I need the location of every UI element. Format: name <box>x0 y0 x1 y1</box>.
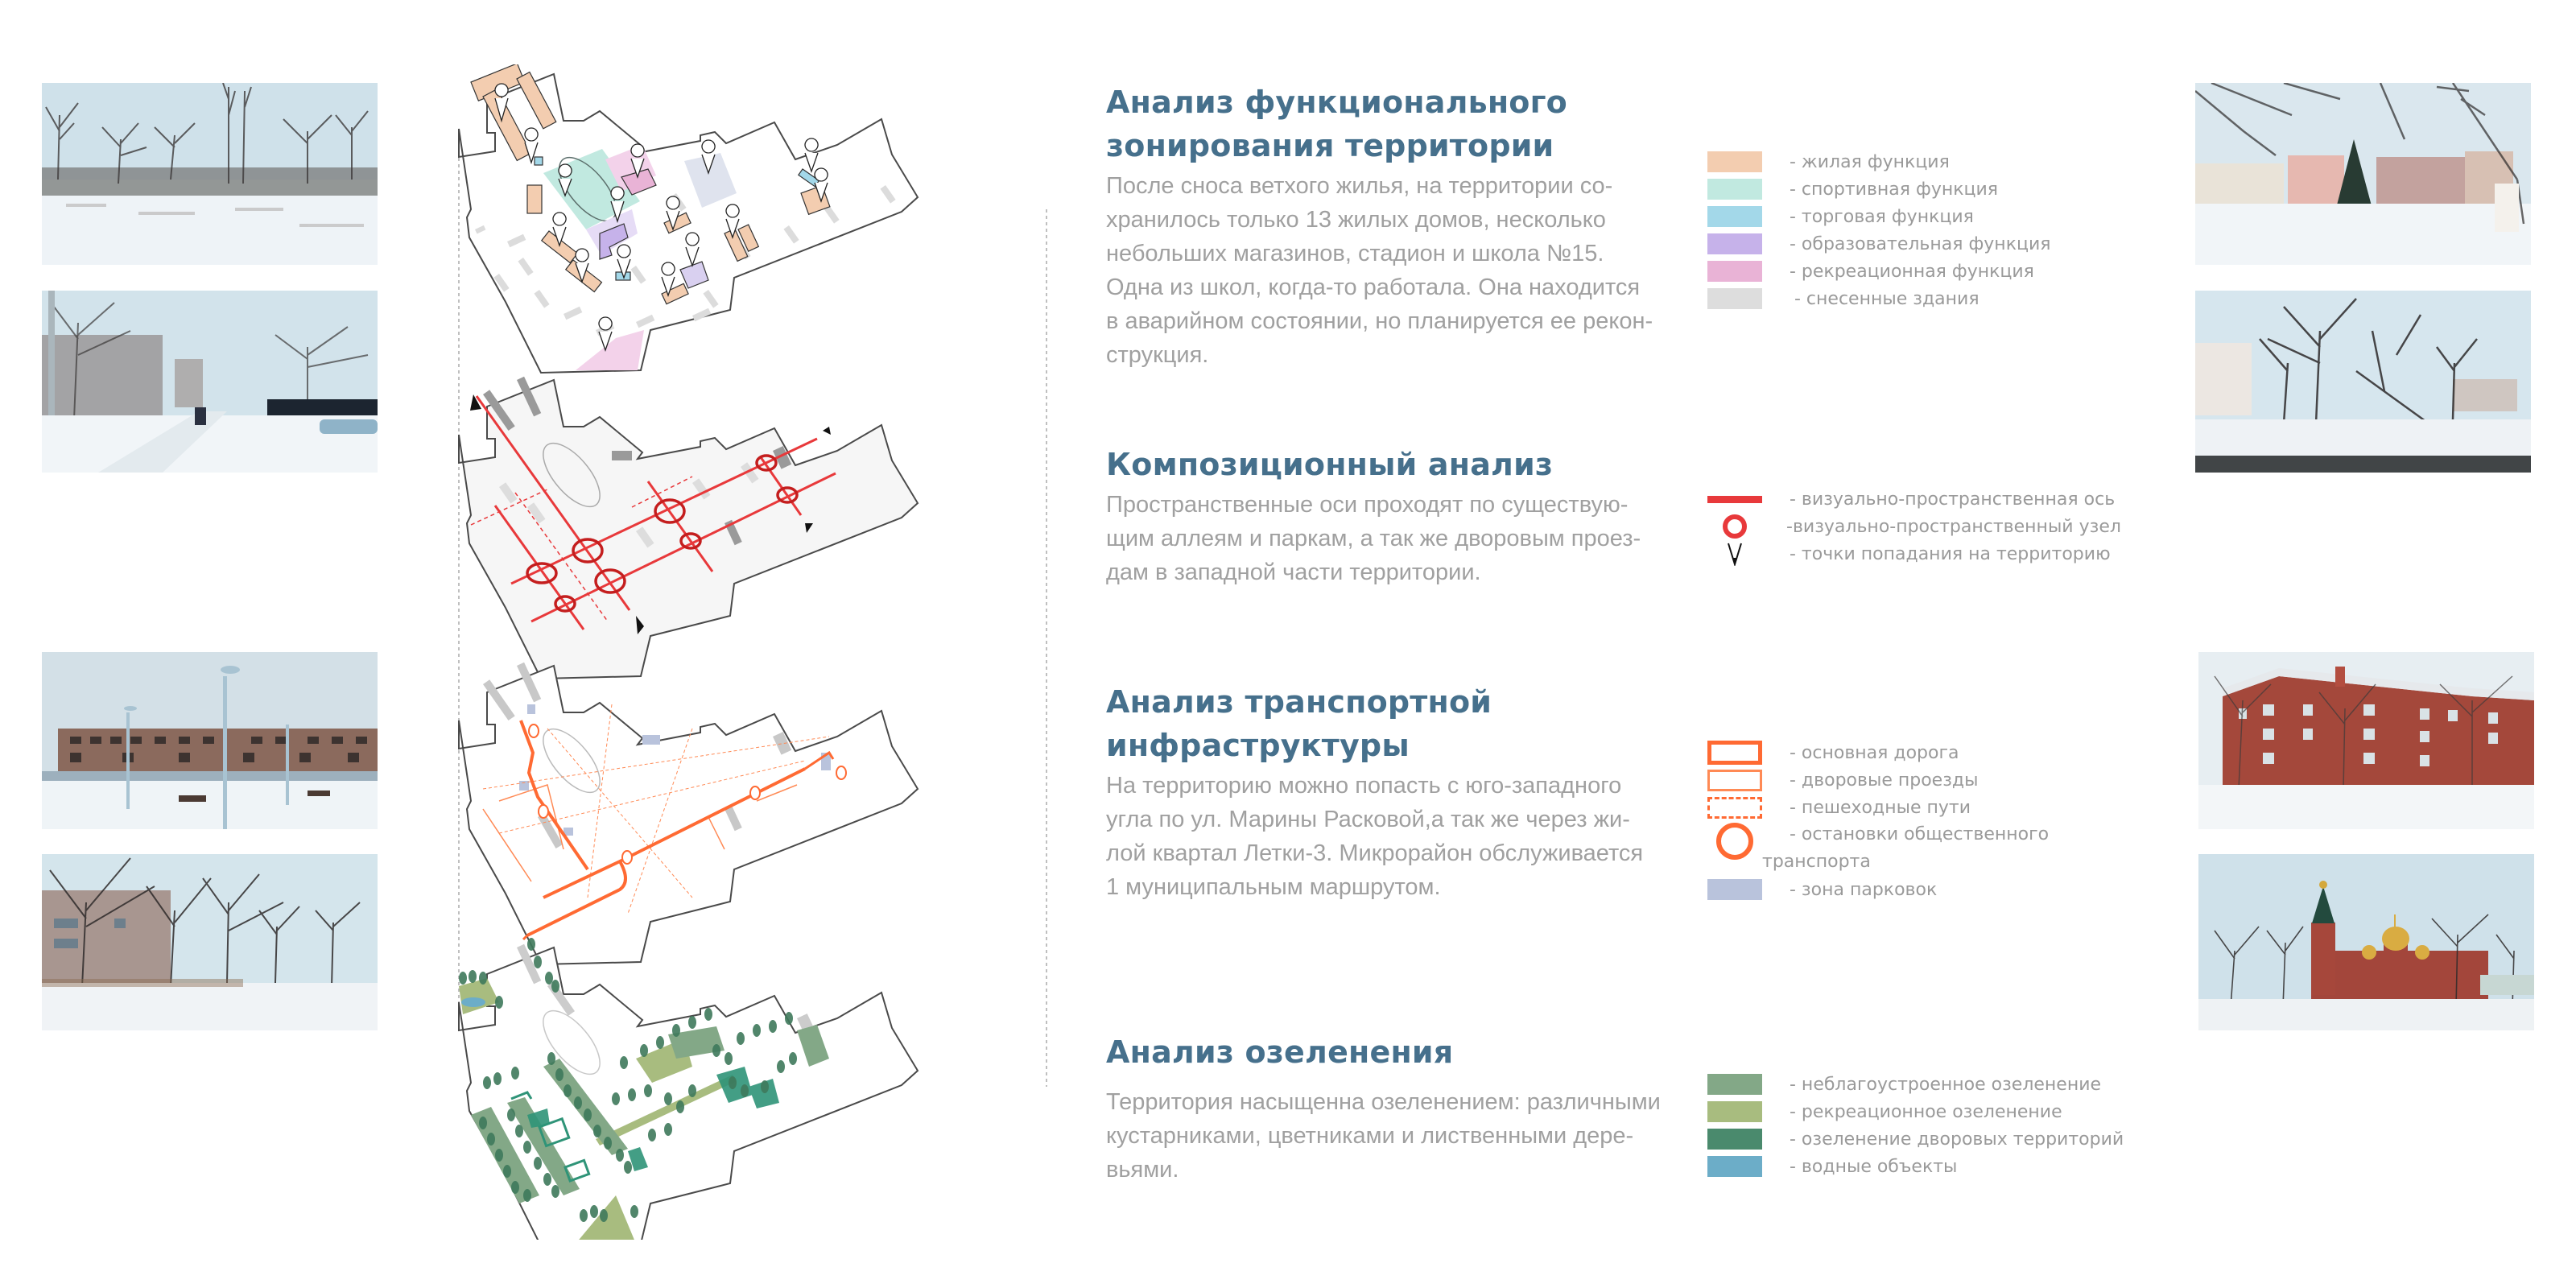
legend-functional-zoning: - жилая функция - спортивная функция - т… <box>1707 148 2051 312</box>
legend-composition: - визуально-пространственная ось -визуал… <box>1707 485 2121 568</box>
section-title: Анализ функционального зонирования терри… <box>1106 85 1567 163</box>
swatch-parking <box>1707 879 1762 900</box>
photo-red-brick-building <box>2198 652 2534 829</box>
legend-greenery: - неблагоустроенное озеленение - рекреац… <box>1707 1071 2124 1180</box>
legend-item: - торговая функция <box>1707 203 2051 230</box>
legend-item: - визуально-пространственная ось <box>1707 485 2121 513</box>
red-ring-icon <box>1707 514 1762 539</box>
legend-item: - точки попадания на территорию <box>1707 540 2121 568</box>
legend-item: - образовательная функция <box>1707 230 2051 258</box>
transport-layer <box>458 662 919 965</box>
section-title: Анализ транспортной инфраструктуры <box>1106 684 1492 763</box>
photo-ruined-school-park <box>42 652 378 829</box>
dashed-outline-icon <box>1707 796 1762 819</box>
legend-item: - зона парковок <box>1707 876 2160 903</box>
swatch-demolished <box>1707 288 1762 309</box>
section-greenery: Анализ озеленения Территория насыщенна о… <box>1106 1030 1686 1187</box>
swatch-sport <box>1707 179 1762 200</box>
legend-item: -визуально-пространственный узел <box>1707 513 2121 540</box>
swatch-green-unimproved <box>1707 1074 1762 1095</box>
swatch-green-recreation <box>1707 1101 1762 1122</box>
section-description: Пространственные оси проходят по существ… <box>1106 492 1641 585</box>
section-transport: Анализ транспортной инфраструктуры На те… <box>1106 680 1686 904</box>
entry-chevron-icon <box>1707 542 1762 566</box>
legend-item: - остановки общественного транспорта <box>1707 821 2160 876</box>
legend-item: - рекреационное озеленение <box>1707 1098 2124 1125</box>
photo-orthodox-church <box>2198 854 2534 1030</box>
section-composition: Композиционный анализ Пространственные о… <box>1106 443 1686 589</box>
legend-item: - водные объекты <box>1707 1153 2124 1180</box>
swatch-residential <box>1707 151 1762 172</box>
legend-item: - снесенные здания <box>1707 285 2051 312</box>
photo-vacant-lot <box>42 83 378 265</box>
thick-outline-icon <box>1707 741 1762 765</box>
legend-item: - основная дорога <box>1707 739 2160 766</box>
photo-snowy-alley <box>42 291 378 473</box>
functional-zoning-layer <box>458 64 919 374</box>
photo-park-square-fir <box>2195 83 2531 265</box>
composition-layer <box>458 376 919 679</box>
section-title: Композиционный анализ <box>1106 447 1554 482</box>
site-analysis-axonometric-diagram <box>451 64 1063 1240</box>
swatch-education <box>1707 233 1762 254</box>
section-functional-zoning: Анализ функционального зонирования терри… <box>1106 80 1686 372</box>
orange-ring-icon <box>1707 821 1762 861</box>
legend-item: - неблагоустроенное озеленение <box>1707 1071 2124 1098</box>
legend-item: - озеленение дворовых территорий <box>1707 1125 2124 1153</box>
photo-building-bare-trees <box>42 854 378 1030</box>
section-description: После сноса ветхого жилья, на территории… <box>1106 173 1653 368</box>
legend-transport: - основная дорога - дворовые проезды - п… <box>1707 739 2160 903</box>
legend-item: - дворовые проезды <box>1707 766 2160 794</box>
swatch-water <box>1707 1156 1762 1177</box>
section-description: На территорию можно попасть с юго-западн… <box>1106 773 1644 900</box>
legend-item: - жилая функция <box>1707 148 2051 175</box>
red-bar-icon <box>1707 495 1762 503</box>
legend-item: - пешеходные пути <box>1707 794 2160 821</box>
swatch-green-yard <box>1707 1129 1762 1150</box>
swatch-trade <box>1707 206 1762 227</box>
section-title: Анализ озеленения <box>1106 1034 1454 1070</box>
legend-item: - спортивная функция <box>1707 175 2051 203</box>
photo-fallen-trees-road <box>2195 291 2531 473</box>
swatch-recreation <box>1707 261 1762 282</box>
section-description: Территория насыщенна озеленением: различ… <box>1106 1089 1661 1183</box>
thin-outline-icon <box>1707 769 1762 791</box>
greenery-layer <box>458 938 919 1240</box>
legend-item: - рекреационная функция <box>1707 258 2051 285</box>
